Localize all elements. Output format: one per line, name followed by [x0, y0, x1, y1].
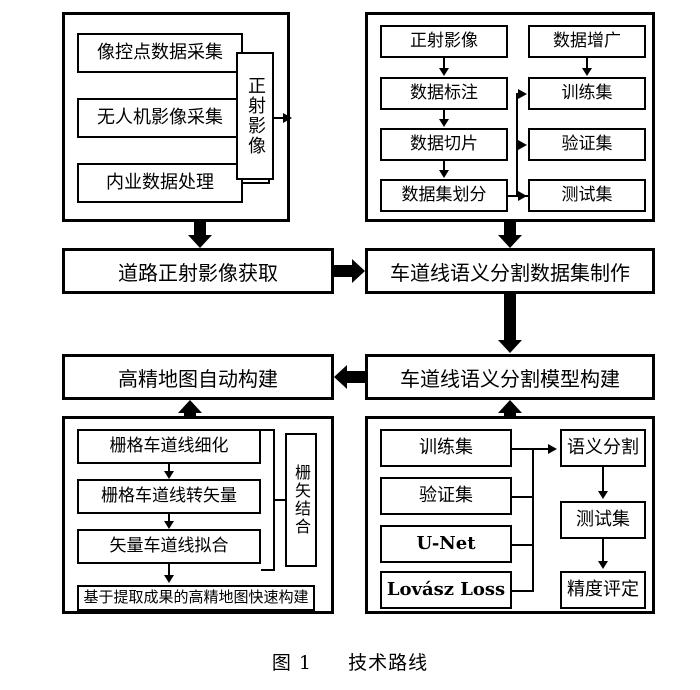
connector-augment-to-train — [586, 58, 588, 69]
stage-bar-dataset-make[interactable]: 车道线语义分割数据集制作 — [365, 248, 655, 294]
node-training-set[interactable]: 训练集 — [528, 77, 646, 110]
group-dataset-production: 正射影像 数据标注 数据切片 数据集划分 数据增广 训练集 验证集 测试集 — [365, 12, 655, 222]
connector-train-to-bus — [512, 448, 534, 450]
stage-bar-ortho-acquire[interactable]: 道路正射影像获取 — [62, 248, 334, 294]
connector-slicing-to-split — [443, 161, 445, 171]
node-model-loss[interactable]: Lovász Loss — [380, 571, 512, 609]
arrowhead-slicing-to-split — [439, 170, 449, 178]
node-ortho-image-output[interactable]: 正射影像 — [236, 52, 274, 180]
arrowhead-semantic-seg-to-test — [598, 491, 608, 499]
arrowhead-ortho-to-annotation — [439, 68, 449, 76]
node-raster-vector-combine-label: 栅矢结合 — [292, 464, 311, 536]
arrowhead-thinning-to-vectorize — [164, 471, 174, 479]
arrowhead-bus-to-test — [518, 191, 527, 201]
node-fast-hd-map-construction[interactable]: 基于提取成果的高精地图快速构建 — [77, 585, 315, 611]
node-ortho-image-output-label: 正射影像 — [245, 76, 266, 156]
node-vector-lane-fitting[interactable]: 矢量车道线拟合 — [77, 529, 261, 564]
arrow-acquisition-to-stage1 — [188, 222, 212, 248]
node-accuracy-evaluation[interactable]: 精度评定 — [560, 571, 646, 609]
arrow-dataset-group-to-stage2 — [498, 222, 522, 248]
arrowhead-annotation-to-slicing — [439, 119, 449, 127]
connector-model-input-bus — [532, 448, 534, 592]
connector-bus-to-semantic-seg — [532, 448, 550, 450]
connector-loss-to-bus — [512, 590, 534, 592]
connector-bus-to-ortho — [268, 117, 284, 119]
connector-test-to-accuracy — [602, 539, 604, 562]
node-raster-lane-thinning[interactable]: 栅格车道线细化 — [77, 429, 261, 464]
node-ortho-image[interactable]: 正射影像 — [380, 25, 508, 58]
arrowhead-fitting-to-result — [164, 575, 174, 583]
node-dataset-split[interactable]: 数据集划分 — [380, 179, 508, 212]
connector-unet-to-bus — [512, 544, 534, 546]
arrowhead-augment-to-train — [582, 68, 592, 76]
arrowhead-test-to-accuracy — [598, 561, 608, 569]
arrow-stage2-to-stage4 — [498, 294, 522, 354]
figure-caption-title: 技术路线 — [348, 652, 429, 674]
group-model-construction: 训练集 验证集 U-Net Lovász Loss 语义分割 测试集 精度评定 — [365, 416, 655, 614]
connector-office-to-bus — [243, 182, 269, 184]
connector-semantic-seg-to-test — [602, 467, 604, 492]
node-data-annotation[interactable]: 数据标注 — [380, 77, 508, 110]
figure-caption: 图 1 技术路线 — [0, 648, 700, 675]
node-validation-set[interactable]: 验证集 — [528, 128, 646, 161]
node-semantic-segmentation[interactable]: 语义分割 — [560, 429, 646, 467]
group-map-construction: 栅格车道线细化 栅格车道线转矢量 矢量车道线拟合 基于提取成果的高精地图快速构建… — [62, 416, 334, 614]
node-data-slicing[interactable]: 数据切片 — [380, 128, 508, 161]
connector-thinning-to-vectorize — [168, 464, 170, 472]
arrowhead-bus-to-val — [518, 140, 527, 150]
node-raster-vector-combine[interactable]: 栅矢结合 — [285, 433, 317, 567]
arrowhead-bus-to-train — [518, 89, 527, 99]
connector-vectorize-to-fitting — [168, 514, 170, 522]
bracket-raster-vector-combine — [261, 429, 285, 571]
node-data-augmentation[interactable]: 数据增广 — [528, 25, 646, 58]
connector-annotation-to-slicing — [443, 110, 445, 120]
arrow-stage4-to-stage3 — [334, 365, 365, 389]
stage-bar-hd-map-build[interactable]: 高精地图自动构建 — [62, 354, 334, 400]
node-test-set[interactable]: 测试集 — [528, 179, 646, 212]
connector-fitting-to-result — [168, 564, 170, 576]
arrowhead-bus-to-ortho — [283, 113, 292, 123]
node-model-validation-set[interactable]: 验证集 — [380, 477, 512, 515]
node-model-unet[interactable]: U-Net — [380, 525, 512, 563]
node-model-test-set[interactable]: 测试集 — [560, 501, 646, 539]
node-model-training-set[interactable]: 训练集 — [380, 429, 512, 467]
stage-bar-model-build[interactable]: 车道线语义分割模型构建 — [365, 354, 655, 400]
node-uav-image-collection[interactable]: 无人机影像采集 — [77, 98, 243, 138]
connector-ortho-to-annotation — [443, 58, 445, 69]
node-gcp-collection[interactable]: 像控点数据采集 — [77, 33, 243, 73]
connector-val-to-bus — [512, 496, 534, 498]
node-raster-to-vector[interactable]: 栅格车道线转矢量 — [77, 479, 261, 514]
node-office-data-processing[interactable]: 内业数据处理 — [77, 163, 243, 203]
arrowhead-bus-to-semantic-seg — [548, 444, 557, 454]
arrowhead-vectorize-to-fitting — [164, 521, 174, 529]
arrow-stage1-to-stage2 — [334, 259, 365, 283]
figure-caption-label: 图 1 — [271, 652, 313, 674]
